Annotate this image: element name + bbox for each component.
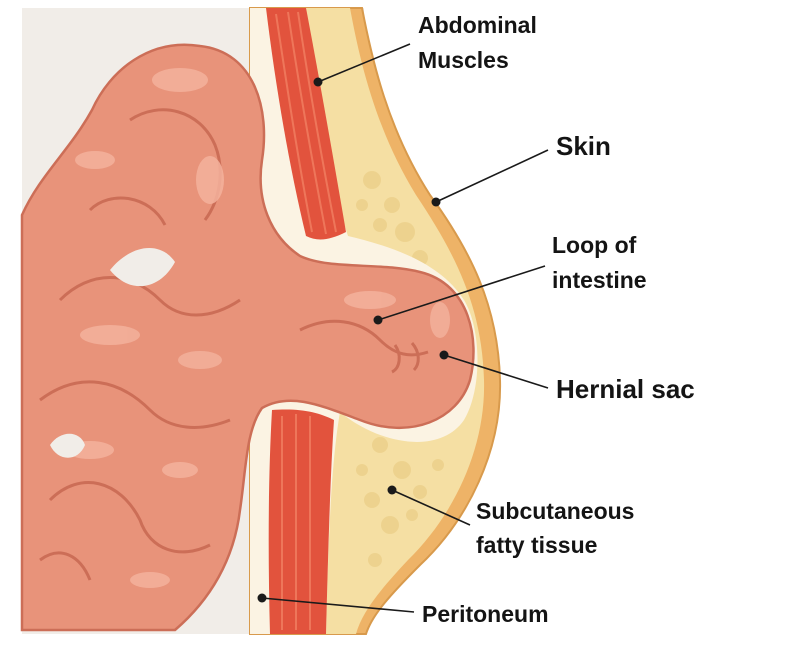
marker-loop-of-intestine (373, 315, 383, 325)
label-loop-of-intestine-line2: intestine (552, 267, 647, 293)
label-peritoneum: Peritoneum (422, 601, 549, 627)
intestine-folds (39, 108, 429, 581)
intestine-highlights (66, 68, 450, 588)
lower-abdominal-muscle (268, 409, 334, 634)
label-abdominal-muscles-line1: Abdominal (418, 12, 537, 38)
upper-muscle-fibers (275, 11, 337, 235)
leader-hernial-sac (443, 354, 549, 389)
marker-peritoneum (257, 593, 267, 603)
fat-texture (356, 171, 444, 567)
marker-subcutaneous-fatty-tissue (387, 485, 397, 495)
label-abdominal-muscles-line2: Muscles (418, 47, 509, 73)
label-subcutaneous-fatty-tissue-line2: fatty tissue (476, 532, 597, 558)
lower-muscle-fibers (280, 414, 312, 630)
intestine-loops (20, 43, 475, 632)
leader-subcutaneous-fatty-tissue (391, 489, 471, 526)
leader-skin (435, 149, 549, 203)
label-skin: Skin (556, 131, 611, 161)
marker-skin (431, 197, 441, 207)
intestine (20, 43, 475, 632)
leader-peritoneum (261, 597, 415, 613)
leader-abdominal-muscles (317, 43, 411, 83)
label-subcutaneous-fatty-tissue-line1: Subcutaneous (476, 498, 634, 524)
marker-hernial-sac (439, 350, 449, 360)
intestine-gaps (50, 248, 175, 458)
labels: Abdominal Muscles Skin Loop of intestine… (418, 12, 695, 627)
leader-loop-of-intestine (377, 265, 546, 321)
label-loop-of-intestine-line1: Loop of (552, 232, 637, 258)
label-hernial-sac: Hernial sac (556, 374, 695, 404)
leader-lines (257, 43, 549, 613)
marker-abdominal-muscles (313, 77, 323, 87)
